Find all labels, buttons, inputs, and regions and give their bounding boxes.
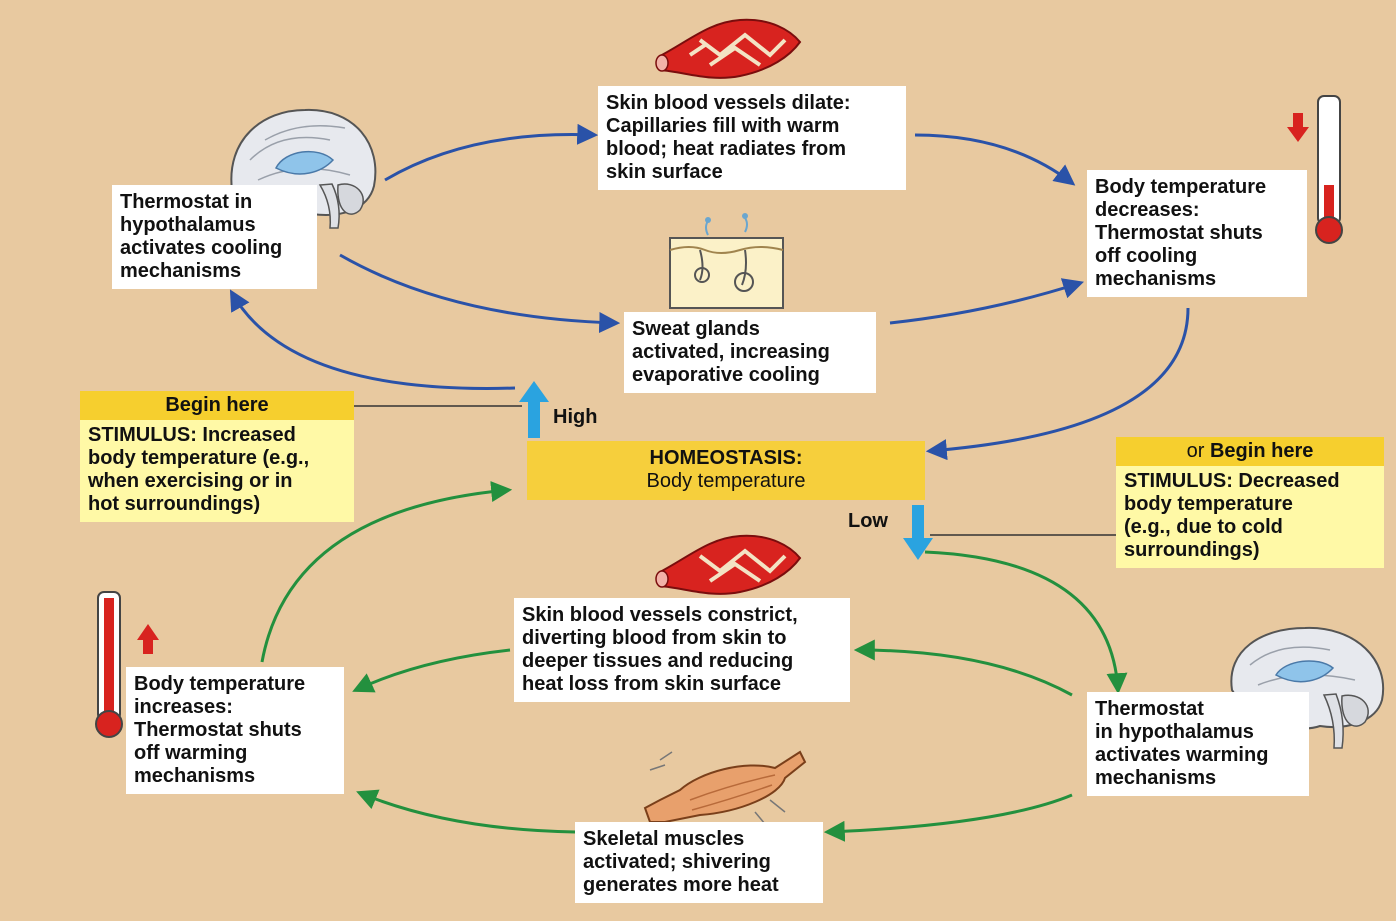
- arrow-thermostat-to-vessels: [384, 123, 599, 182]
- stimulus-low-box: or Begin here STIMULUS: Decreased body t…: [1116, 437, 1384, 568]
- warming-thermostat-box: Thermostat in hypothalamus activates war…: [1087, 692, 1309, 796]
- homeostasis-box: HOMEOSTASIS: Body temperature: [527, 441, 925, 500]
- low-arrow-icon: [903, 505, 933, 560]
- cooling-sweat-box: Sweat glands activated, increasing evapo…: [624, 312, 876, 393]
- warming-vessels-box: Skin blood vessels constrict, diverting …: [514, 598, 850, 702]
- arrow-muscles-to-result-warm: [356, 789, 576, 834]
- arrow-low-to-thermostat: [924, 550, 1128, 695]
- arrow-high-to-thermostat: [229, 289, 516, 390]
- homeostasis-title: HOMEOSTASIS:: [649, 447, 803, 469]
- muscle-icon: [643, 750, 807, 825]
- cooling-vessels-box: Skin blood vessels dilate: Capillaries f…: [598, 86, 906, 190]
- high-label: High: [553, 406, 598, 428]
- thermometer-up-icon: [95, 591, 159, 738]
- arrow-thermostat-to-vessels-constrict: [853, 639, 1073, 697]
- warming-result-box: Body temperature increases: Thermostat s…: [126, 667, 344, 794]
- or-prefix: or: [1186, 440, 1210, 462]
- low-label: Low: [848, 510, 888, 532]
- high-arrow-icon: [519, 381, 549, 438]
- arrow-thermostat-to-sweat: [339, 253, 621, 333]
- warming-muscles-box: Skeletal muscles activated; shivering ge…: [575, 822, 823, 903]
- arrow-result-to-homeostasis-warm: [260, 481, 513, 663]
- cooling-result-box: Body temperature decreases: Thermostat s…: [1087, 170, 1307, 297]
- cooling-thermostat-box: Thermostat in hypothalamus activates coo…: [112, 185, 317, 289]
- thermometer-down-icon: [1287, 95, 1343, 244]
- skin-sweat-gland-icon: [669, 213, 784, 309]
- arrow-sweat-to-result: [889, 278, 1084, 325]
- blood-vessel-icon-constricted: [655, 534, 802, 595]
- stimulus-low-text: STIMULUS: Decreased body temperature (e.…: [1124, 470, 1340, 561]
- cooling-arrows: [229, 123, 1190, 461]
- arrow-vessels-to-result: [914, 133, 1076, 186]
- arrow-result-to-homeostasis: [925, 307, 1190, 461]
- stimulus-high-text: STIMULUS: Increased body temperature (e.…: [88, 424, 310, 515]
- begin-here-label-low: Begin here: [1209, 440, 1314, 462]
- stimulus-high-box: Begin here STIMULUS: Increased body temp…: [80, 391, 354, 522]
- blood-vessel-icon: [655, 18, 802, 79]
- begin-here-label: Begin here: [80, 391, 354, 420]
- homeostasis-subtitle: Body temperature: [646, 470, 806, 492]
- warming-arrows: [260, 481, 1128, 842]
- or-begin-here-label: or Begin here: [1116, 437, 1384, 466]
- arrow-thermostat-to-muscles: [823, 793, 1073, 842]
- arrow-vessels-to-result-warm: [352, 648, 511, 693]
